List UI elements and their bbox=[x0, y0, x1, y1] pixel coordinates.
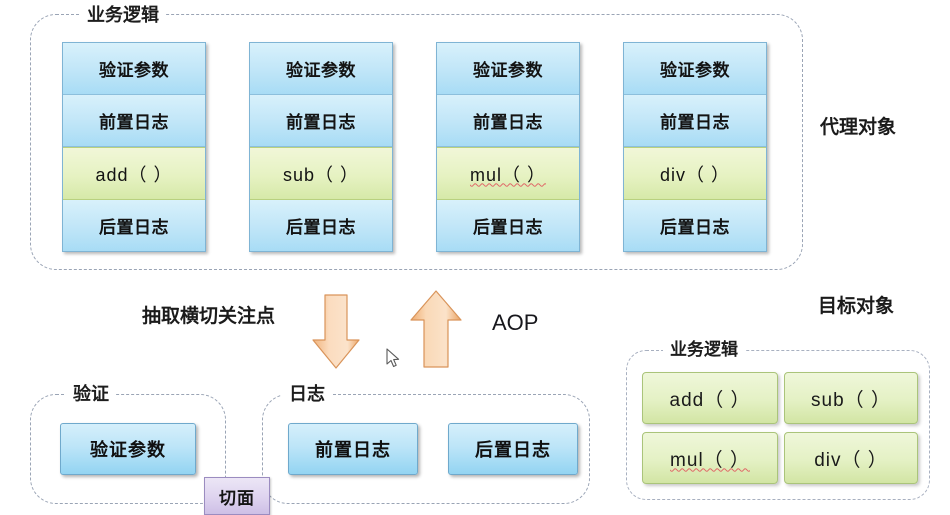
target-method-add[interactable]: add（ ） bbox=[642, 372, 778, 424]
validate-aspect-container bbox=[30, 394, 226, 504]
proxy-row-validate: 验证参数 bbox=[250, 43, 392, 95]
proxy-object-container bbox=[30, 14, 803, 270]
proxy-row-method: div（ ） bbox=[624, 147, 766, 200]
target-method-mul[interactable]: mul（ ） bbox=[642, 432, 778, 484]
proxy-row-after-log: 后置日志 bbox=[250, 200, 392, 251]
proxy-row-validate: 验证参数 bbox=[624, 43, 766, 95]
after-log-chip[interactable]: 后置日志 bbox=[448, 423, 578, 475]
proxy-row-after-log: 后置日志 bbox=[624, 200, 766, 251]
proxy-row-before-log: 前置日志 bbox=[437, 95, 579, 147]
validate-param-chip[interactable]: 验证参数 bbox=[60, 423, 196, 475]
proxy-row-validate: 验证参数 bbox=[437, 43, 579, 95]
proxy-row-after-log: 后置日志 bbox=[437, 200, 579, 251]
proxy-row-method: mul（ ） bbox=[437, 147, 579, 200]
proxy-row-before-log: 前置日志 bbox=[63, 95, 205, 147]
proxy-method-name-mul: mul（ ） bbox=[469, 164, 546, 185]
proxy-row-validate: 验证参数 bbox=[63, 43, 205, 95]
extract-crosscutting-label: 抽取横切关注点 bbox=[142, 306, 276, 327]
proxy-method-card-sub[interactable]: 验证参数 前置日志 sub（ ） 后置日志 bbox=[249, 42, 393, 252]
proxy-row-method: sub（ ） bbox=[250, 147, 392, 200]
target-business-logic-caption: 业务逻辑 bbox=[663, 341, 745, 358]
proxy-row-before-log: 前置日志 bbox=[624, 95, 766, 147]
proxy-row-before-log: 前置日志 bbox=[250, 95, 392, 147]
proxy-method-card-mul[interactable]: 验证参数 前置日志 mul（ ） 后置日志 bbox=[436, 42, 580, 252]
proxy-row-after-log: 后置日志 bbox=[63, 200, 205, 251]
proxy-method-card-div[interactable]: 验证参数 前置日志 div（ ） 后置日志 bbox=[623, 42, 767, 252]
validate-caption: 验证 bbox=[66, 385, 116, 403]
target-method-div[interactable]: div（ ） bbox=[784, 432, 918, 484]
aspect-badge[interactable]: 切面 bbox=[204, 477, 270, 515]
log-caption: 日志 bbox=[282, 385, 332, 403]
proxy-business-logic-caption: 业务逻辑 bbox=[80, 6, 166, 24]
target-method-sub[interactable]: sub（ ） bbox=[784, 372, 918, 424]
up-arrow-icon bbox=[410, 290, 462, 368]
down-arrow-icon bbox=[312, 294, 360, 369]
target-object-label: 目标对象 bbox=[818, 296, 895, 317]
target-object-container bbox=[626, 350, 930, 500]
proxy-method-card-add[interactable]: 验证参数 前置日志 add（ ） 后置日志 bbox=[62, 42, 206, 252]
log-aspect-container bbox=[262, 394, 590, 504]
mouse-cursor-icon bbox=[386, 348, 400, 368]
proxy-object-label: 代理对象 bbox=[820, 117, 897, 138]
proxy-row-method: add（ ） bbox=[63, 147, 205, 200]
aop-label: AOP bbox=[492, 310, 539, 335]
target-method-name-mul: mul（ ） bbox=[670, 449, 750, 471]
before-log-chip[interactable]: 前置日志 bbox=[288, 423, 418, 475]
